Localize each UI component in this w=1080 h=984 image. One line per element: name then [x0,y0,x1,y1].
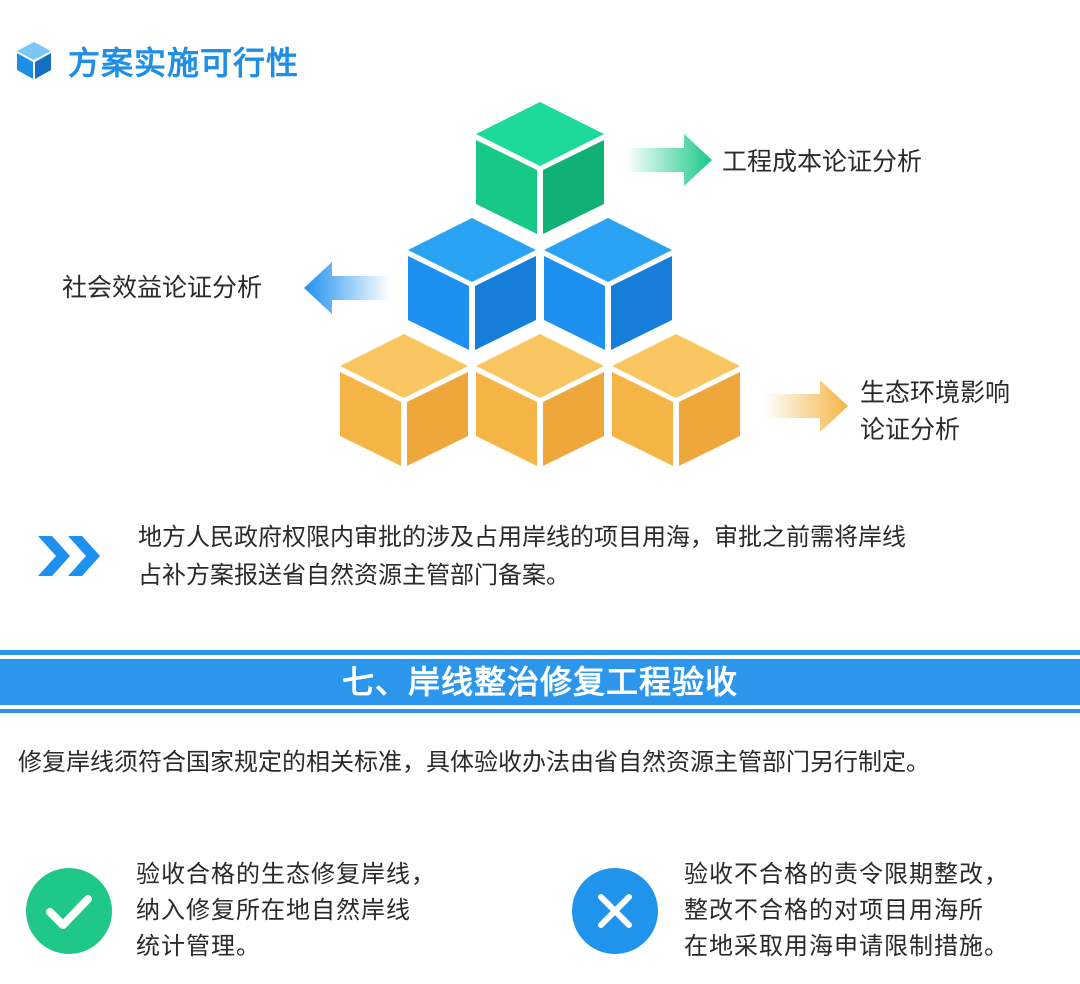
arrow-right-icon [626,134,712,186]
page-title: 方案实施可行性 [68,44,300,82]
cube-blue-right [544,218,672,350]
section-title: 七、岸线整治修复工程验收 [341,663,738,701]
section-description: 修复岸线须符合国家规定的相关标准，具体验收办法由省自然资源主管部门另行制定。 [18,748,930,776]
pass-outcome-line: 统计管理。 [136,932,261,960]
fail-outcome-line: 整改不合格的对项目用海所 [684,896,984,924]
double-chevron-icon [38,536,100,576]
arrow-right-icon [764,380,848,432]
feasibility-cube-diagram [340,102,740,466]
pass-outcome-text: 验收合格的生态修复岸线， 纳入修复所在地自然岸线 统计管理。 [136,856,496,964]
label-eco-analysis-line2: 论证分析 [860,415,961,444]
fail-outcome-line: 在地采取用海申请限制措施。 [684,932,1009,960]
label-social-analysis: 社会效益论证分析 [62,273,263,302]
banner-top-rule [0,650,1080,655]
approval-note-line2: 占补方案报送省自然资源主管部门备案。 [138,561,570,589]
cube-green-top [476,102,604,234]
check-icon [26,868,112,954]
cross-icon [572,868,658,954]
banner-bottom-rule [0,709,1080,713]
arrow-left-icon [304,262,390,314]
cube-orange-middle [476,334,604,466]
fail-outcome-text: 验收不合格的责令限期整改， 整改不合格的对项目用海所 在地采取用海申请限制措施。 [684,856,1074,964]
approval-note-line1: 地方人民政府权限内审批的涉及占用岸线的项目用海，审批之前需将岸线 [138,523,906,551]
pass-outcome-line: 纳入修复所在地自然岸线 [136,896,411,924]
label-eco-analysis-line1: 生态环境影响 [860,378,1011,407]
section-banner [0,659,1080,705]
fail-outcome-line: 验收不合格的责令限期整改， [684,860,1009,888]
cube-icon [17,42,51,79]
cube-orange-left [340,334,468,466]
cube-orange-right [612,334,740,466]
cube-blue-left [408,218,536,350]
approval-note: 地方人民政府权限内审批的涉及占用岸线的项目用海，审批之前需将岸线 占补方案报送省… [138,518,1068,594]
label-cost-analysis: 工程成本论证分析 [722,147,923,176]
pass-outcome-line: 验收合格的生态修复岸线， [136,860,436,888]
